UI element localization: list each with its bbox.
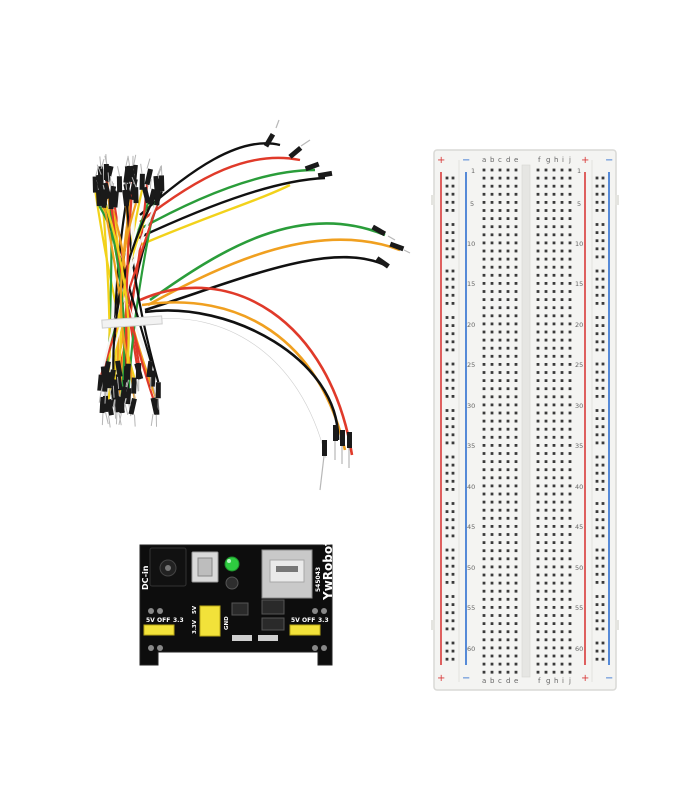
col-letter-d-bottom: d (506, 677, 510, 685)
row-number-15-left: 15 (467, 280, 475, 288)
col-letter-e-bottom: e (514, 677, 518, 685)
col-letter-g-bottom: g (546, 677, 550, 685)
row-number-30-right: 30 (575, 402, 583, 410)
col-letter-f-top: f (538, 156, 541, 164)
col-letter-e-top: e (514, 156, 518, 164)
voltage-jumper-mid (199, 605, 221, 637)
col-letter-a-bottom: a (482, 677, 486, 685)
col-letter-d-top: d (506, 156, 510, 164)
row-number-25-left: 25 (467, 361, 475, 369)
gnd-label: GND (224, 616, 230, 630)
row-number-40-right: 40 (575, 483, 583, 491)
row-number-60-right: 60 (575, 645, 583, 653)
row-number-30-left: 30 (467, 402, 475, 410)
col-letter-b-top: b (490, 156, 495, 164)
rail-plus-bottom-right: + (581, 673, 589, 684)
brand-label: YwRobot (321, 540, 335, 601)
row-number-40-left: 40 (467, 483, 475, 491)
jumper-wires-bundle (92, 119, 411, 491)
row-number-1-right: 1 (577, 167, 581, 175)
col-letter-g-top: g (546, 156, 550, 164)
row-number-25-right: 25 (575, 361, 583, 369)
row-number-10-right: 10 (575, 240, 583, 248)
col-letter-j-bottom: j (568, 677, 571, 685)
rail-minus-top-left: − (462, 155, 470, 166)
rail-plus-bottom-left: + (437, 673, 445, 684)
rail-minus-top-right: − (605, 155, 613, 166)
row-number-15-right: 15 (575, 280, 583, 288)
row-number-60-left: 60 (467, 645, 475, 653)
row-number-20-left: 20 (467, 321, 475, 329)
col-letter-f-bottom: f (538, 677, 541, 685)
breadboard-power-supply-module: DC-in YwRobot 545043 5V OFF (139, 540, 335, 666)
power-led (224, 556, 240, 572)
col-letter-j-top: j (568, 156, 571, 164)
rail-minus-bottom-left: − (462, 673, 470, 684)
right-3v3-label: 3.3 (318, 617, 329, 624)
left-off-label: OFF (157, 617, 170, 624)
rail-plus-top-left: + (437, 155, 445, 166)
voltage-jumper-left (143, 624, 175, 636)
row-number-50-left: 50 (467, 564, 475, 572)
row-number-55-right: 55 (575, 604, 583, 612)
right-5v-label: 5V (291, 617, 300, 624)
row-number-45-right: 45 (575, 523, 583, 531)
row-number-1-left: 1 (471, 167, 475, 175)
model-label: 545043 (315, 567, 322, 592)
left-3v3-label: 3.3 (173, 617, 184, 624)
row-number-45-left: 45 (467, 523, 475, 531)
col-letter-h-bottom: h (554, 677, 558, 685)
col-letter-c-bottom: c (498, 677, 502, 685)
left-5v-label: 5V (146, 617, 155, 624)
rail-minus-bottom-right: − (605, 673, 613, 684)
col-letter-i-bottom: i (562, 677, 564, 685)
row-number-5-right: 5 (577, 200, 581, 208)
row-number-5-left: 5 (470, 200, 474, 208)
row-number-35-right: 35 (575, 442, 583, 450)
mid-3v3-label: 3.3V (192, 619, 198, 634)
col-letter-i-top: i (562, 156, 564, 164)
mid-5v-label: 5V (192, 605, 198, 614)
row-number-35-left: 35 (467, 442, 475, 450)
col-letter-h-top: h (554, 156, 558, 164)
row-number-20-right: 20 (575, 321, 583, 329)
row-number-50-right: 50 (575, 564, 583, 572)
row-number-10-left: 10 (467, 240, 475, 248)
col-letter-a-top: a (482, 156, 486, 164)
col-letter-c-top: c (498, 156, 502, 164)
voltage-jumper-right (289, 624, 321, 636)
right-off-label: OFF (302, 617, 315, 624)
rail-plus-top-right: + (581, 155, 589, 166)
solderless-breadboard: + − + − + − + − a b c d e f g h i j a b … (431, 149, 619, 691)
dc-in-label: DC-in (141, 565, 150, 590)
col-letter-b-bottom: b (490, 677, 495, 685)
breadboard-holes (445, 168, 605, 674)
row-number-55-left: 55 (467, 604, 475, 612)
